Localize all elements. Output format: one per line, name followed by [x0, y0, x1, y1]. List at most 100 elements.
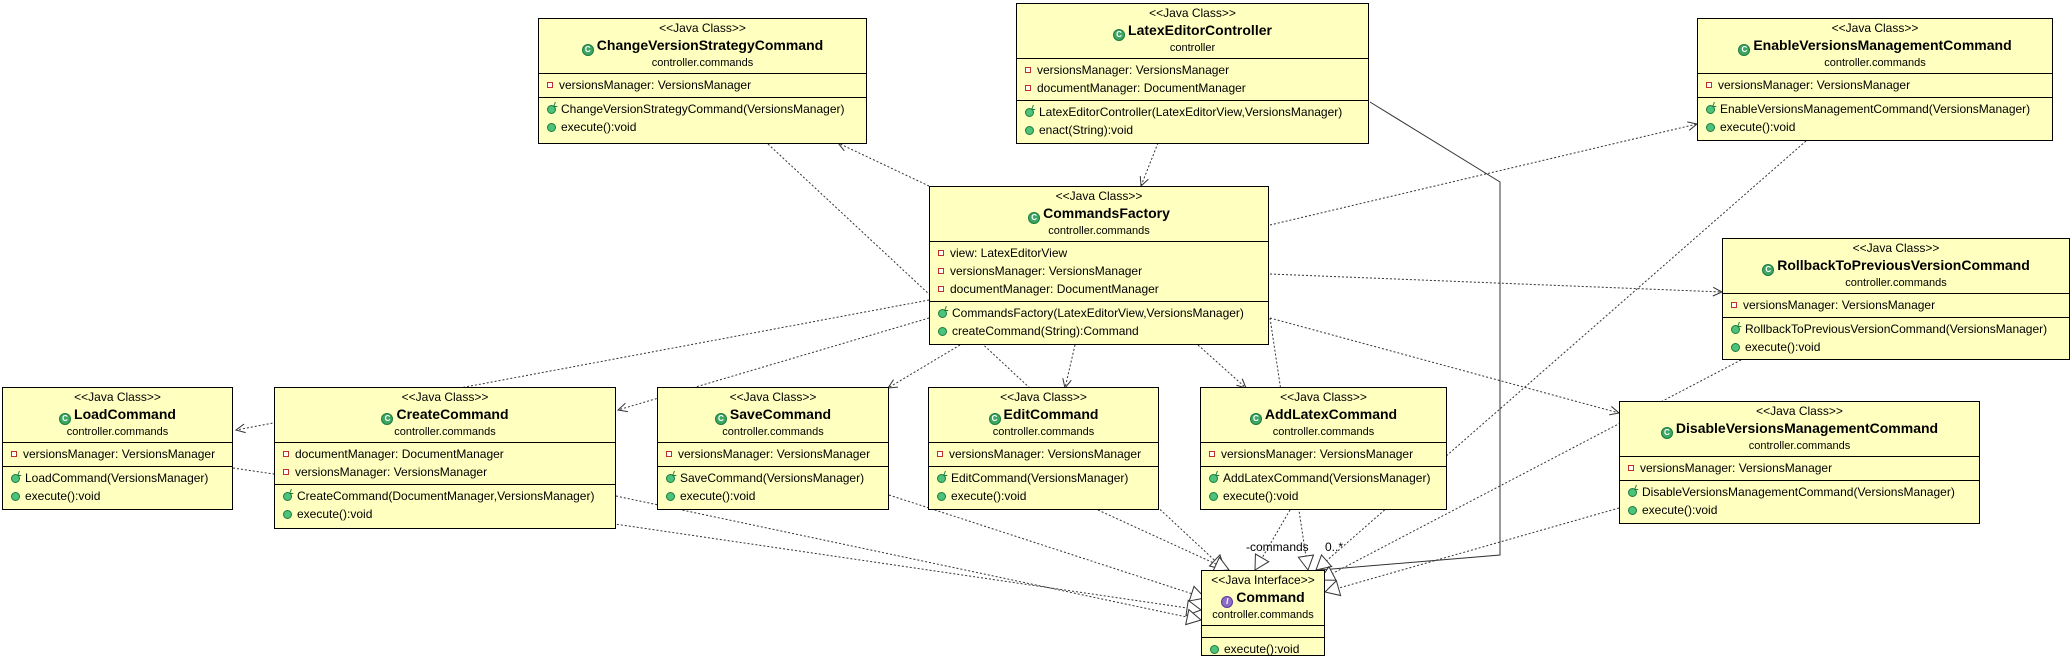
package-name: controller.commands [1748, 440, 1851, 452]
method-text: createCommand(String):Command [952, 324, 1139, 338]
constructor-row[interactable]: ChangeVersionStrategyCommand(VersionsMan… [547, 100, 862, 118]
fields-section: versionsManager: VersionsManager [658, 443, 888, 466]
constructor-icon [11, 474, 20, 483]
dependency-line [837, 142, 930, 187]
package-name: controller.commands [1272, 426, 1375, 438]
constructor-row[interactable]: SaveCommand(VersionsManager) [666, 469, 884, 487]
private-field-icon [938, 286, 944, 292]
constructor-row[interactable]: AddLatexCommand(VersionsManager) [1209, 469, 1442, 487]
method-row[interactable]: execute():void [1706, 118, 2048, 136]
field-row[interactable]: versionsManager: VersionsManager [1025, 61, 1364, 79]
field-row[interactable]: versionsManager: VersionsManager [547, 76, 862, 94]
class-icon: C [1660, 427, 1673, 439]
field-row[interactable]: documentManager: DocumentManager [938, 280, 1264, 298]
public-method-icon [1731, 343, 1740, 352]
field-row[interactable]: versionsManager: VersionsManager [11, 445, 228, 463]
method-row[interactable]: execute():void [937, 487, 1154, 505]
methods-section: RollbackToPreviousVersionCommand(Version… [1723, 317, 2069, 359]
method-text: execute():void [1223, 489, 1299, 503]
field-row[interactable]: versionsManager: VersionsManager [1706, 76, 2048, 94]
constructor-icon [938, 309, 947, 318]
method-row[interactable]: execute():void [1209, 487, 1442, 505]
constructor-row[interactable]: RollbackToPreviousVersionCommand(Version… [1731, 320, 2065, 338]
class-icon: C [714, 413, 727, 425]
method-row[interactable]: execute():void [547, 118, 862, 136]
field-text: documentManager: DocumentManager [1037, 81, 1246, 95]
field-row[interactable]: versionsManager: VersionsManager [1628, 459, 1975, 477]
public-method-icon [283, 510, 292, 519]
field-row[interactable]: versionsManager: VersionsManager [666, 445, 884, 463]
realization-line [615, 495, 1202, 621]
field-row[interactable]: versionsManager: VersionsManager [937, 445, 1154, 463]
constructor-row[interactable]: DisableVersionsManagementCommand(Version… [1628, 483, 1975, 501]
interface-icon: I [1221, 596, 1234, 608]
realization-line [1269, 317, 1309, 571]
field-row[interactable]: versionsManager: VersionsManager [1209, 445, 1442, 463]
field-row[interactable]: view: LatexEditorView [938, 244, 1264, 262]
stereotype: <<Java Class>> [729, 390, 817, 404]
dependency-arrowhead [1687, 121, 1699, 131]
private-field-icon [937, 451, 943, 457]
field-text: versionsManager: VersionsManager [1037, 63, 1230, 77]
class-name-text: EditCommand [1003, 406, 1099, 422]
method-row[interactable]: execute():void [11, 487, 228, 505]
constructor-row[interactable]: CommandsFactory(LatexEditorView,Versions… [938, 304, 1264, 322]
field-row[interactable]: documentManager: DocumentManager [283, 445, 611, 463]
field-text: versionsManager: VersionsManager [1718, 78, 1911, 92]
public-method-icon [937, 492, 946, 501]
class-icon: C [988, 413, 1001, 425]
constructor-row[interactable]: LatexEditorController(LatexEditorView,Ve… [1025, 103, 1364, 121]
method-row[interactable]: execute():void [1210, 640, 1320, 658]
constructor-row[interactable]: LoadCommand(VersionsManager) [11, 469, 228, 487]
dependency-arrowhead [234, 423, 246, 434]
field-text: versionsManager: VersionsManager [559, 78, 752, 92]
class-name-text: CreateCommand [396, 406, 509, 422]
methods-section: LatexEditorController(LatexEditorView,Ve… [1017, 100, 1368, 142]
constructor-row[interactable]: CreateCommand(DocumentManager,VersionsMa… [283, 487, 611, 505]
method-row[interactable]: createCommand(String):Command [938, 322, 1264, 340]
field-row[interactable]: versionsManager: VersionsManager [283, 463, 611, 481]
method-text: execute():void [25, 489, 101, 503]
constructor-icon [547, 105, 556, 114]
public-method-icon [11, 492, 20, 501]
stereotype: <<Java Class>> [1055, 189, 1143, 203]
method-row[interactable]: execute():void [283, 505, 611, 523]
realization-line [1097, 509, 1230, 571]
dependency-line [1269, 317, 1620, 414]
constructor-text: RollbackToPreviousVersionCommand(Version… [1745, 322, 2048, 336]
method-row[interactable]: enact(String):void [1025, 121, 1364, 139]
method-row[interactable]: execute():void [666, 487, 884, 505]
field-row[interactable]: documentManager: DocumentManager [1025, 79, 1364, 97]
constructor-row[interactable]: EnableVersionsManagementCommand(Versions… [1706, 100, 2048, 118]
field-row[interactable]: versionsManager: VersionsManager [1731, 296, 2065, 314]
stereotype: <<Java Interface>> [1211, 573, 1315, 587]
association-role-label: -commands [1246, 540, 1309, 554]
method-row[interactable]: execute():void [1628, 501, 1975, 519]
class-name-text: AddLatexCommand [1264, 406, 1398, 422]
stereotype: <<Java Class>> [1280, 390, 1367, 404]
field-text: versionsManager: VersionsManager [1640, 461, 1833, 475]
constructor-text: SaveCommand(VersionsManager) [680, 471, 865, 485]
realization-arrowhead [1297, 554, 1315, 572]
constructor-text: ChangeVersionStrategyCommand(VersionsMan… [561, 102, 845, 116]
field-row[interactable]: versionsManager: VersionsManager [938, 262, 1264, 280]
class-icon: C [1028, 212, 1041, 224]
method-row[interactable]: execute():void [1731, 338, 2065, 356]
constructor-row[interactable]: EditCommand(VersionsManager) [937, 469, 1154, 487]
